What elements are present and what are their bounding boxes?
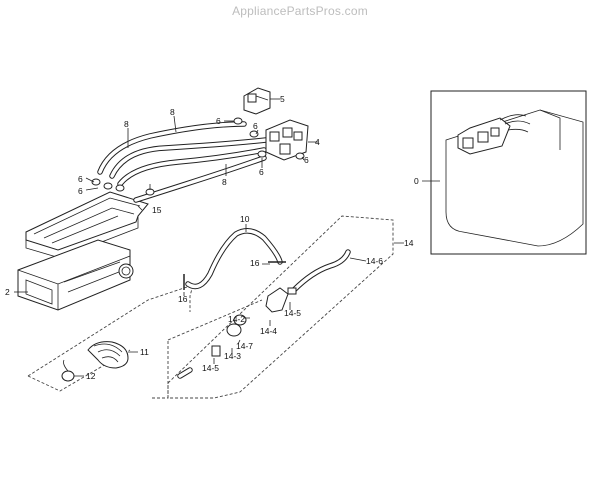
- callout-14-3: 14-3: [224, 351, 241, 361]
- inlet-hose-middle[interactable]: [109, 137, 269, 179]
- callout-11: 11: [140, 347, 149, 357]
- callout-8c: 8: [222, 177, 227, 187]
- water-valve-multi[interactable]: [265, 119, 309, 161]
- callout-15: 15: [152, 205, 162, 215]
- assembly-14-parts[interactable]: [177, 287, 297, 379]
- water-valve-single[interactable]: [243, 87, 271, 115]
- inlet-hose-upper[interactable]: [97, 121, 247, 175]
- callout-14-5b: 14-5: [284, 308, 301, 318]
- dispenser-drawer[interactable]: [25, 191, 149, 259]
- callout-8b: 8: [170, 107, 175, 117]
- callout-14-7: 14-7: [236, 341, 253, 351]
- inset-frame: [430, 90, 587, 255]
- callout-4: 4: [315, 137, 320, 147]
- callout-10: 10: [240, 214, 250, 224]
- callout-14-6: 14-6: [366, 256, 383, 266]
- drain-cap[interactable]: [61, 359, 75, 382]
- callout-14-5a: 14-5: [202, 363, 219, 373]
- callout-14: 14: [404, 238, 414, 248]
- callout-12: 12: [86, 371, 96, 381]
- hose-14-6[interactable]: [291, 249, 351, 293]
- callout-16b: 16: [178, 294, 188, 304]
- callout-0: 0: [414, 176, 419, 186]
- leader-lines: [14, 98, 440, 377]
- callout-6c: 6: [259, 167, 264, 177]
- callout-14-2: 14-2: [228, 314, 245, 324]
- callout-5: 5: [280, 94, 285, 104]
- callout-6f: 6: [78, 186, 83, 196]
- hose-clamps[interactable]: [91, 117, 305, 196]
- drain-hose-10[interactable]: [185, 228, 283, 290]
- callout-6b: 6: [253, 121, 258, 131]
- inlet-hose-lower[interactable]: [117, 147, 267, 187]
- callout-6a: 6: [216, 116, 221, 126]
- callout-6e: 6: [78, 174, 83, 184]
- callout-labels: 0 2 4 5 6 6 6 6 6 6 8 8 8 10 11 12 14 14…: [5, 94, 419, 381]
- callout-14-4: 14-4: [260, 326, 277, 336]
- callout-8a: 8: [124, 119, 129, 129]
- callout-2: 2: [5, 287, 10, 297]
- bellows-hose[interactable]: [87, 341, 129, 369]
- watermark-text: AppliancePartsPros.com: [232, 4, 368, 18]
- inlet-hose-drawer[interactable]: [133, 155, 267, 203]
- screws-16[interactable]: [183, 261, 286, 290]
- assembly-14-boundary: [167, 215, 394, 399]
- housing-boundary: [27, 284, 194, 392]
- drawer-housing[interactable]: [17, 239, 134, 311]
- assembly-14-lower-boundary: [152, 299, 263, 399]
- callout-6d: 6: [304, 155, 309, 165]
- callout-16a: 16: [250, 258, 260, 268]
- water-valve-assembly[interactable]: [457, 114, 531, 155]
